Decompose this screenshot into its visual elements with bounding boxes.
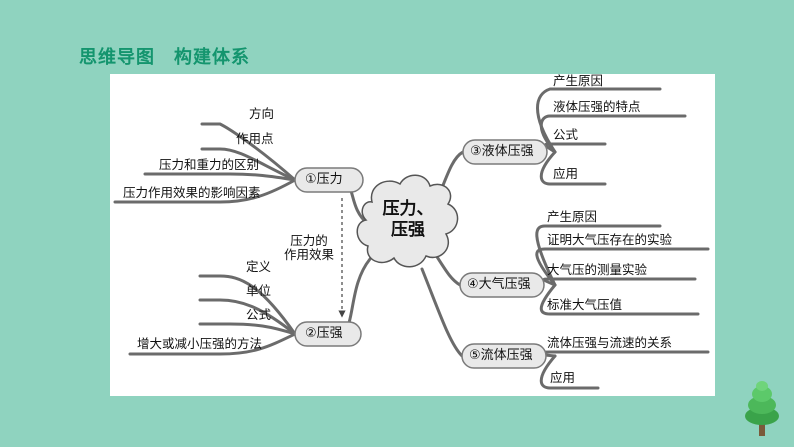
branch-label-atmospheric-pressure: ④大气压强 [467, 277, 531, 292]
slide-title: 思维导图 构建体系 [79, 47, 250, 68]
central-topic-line1: 压力、 [382, 199, 434, 219]
b2-item-unit: 单位 [246, 283, 272, 298]
b5-item-pressure-velocity: 流体压强与流速的关系 [547, 335, 673, 350]
connector-b1-item4 [113, 178, 297, 204]
b3-item-application: 应用 [553, 166, 579, 181]
branch-label-pressure-intensity: ②压强 [305, 326, 343, 341]
connector-b2-item4 [128, 332, 297, 356]
central-topic-line2: 压强 [391, 220, 425, 240]
connector-b3-item1 [536, 87, 662, 154]
b1-item-pressure-vs-gravity: 压力和重力的区别 [159, 157, 260, 172]
connector-b5-item2 [539, 354, 600, 390]
connector-b2-item2 [198, 298, 297, 336]
b4-item-measurement-experiment: 大气压的测量实验 [547, 262, 648, 277]
connector-b4-item3 [542, 277, 697, 287]
node-b4 [459, 272, 545, 298]
b1-item-effect-factors: 压力作用效果的影响因素 [123, 185, 261, 200]
node-b2 [294, 321, 362, 347]
central-topic: 压力、 压强 [373, 199, 443, 241]
b3-item-cause: 产生原因 [553, 73, 604, 88]
link-label-line1: 压力的 [290, 233, 328, 248]
b5-item-application: 应用 [550, 370, 576, 385]
tree-icon [745, 381, 779, 436]
b4-item-cause: 产生原因 [547, 209, 598, 224]
link-label-line2: 作用效果 [284, 247, 335, 262]
b1-item-point-of-action: 作用点 [236, 131, 274, 146]
mindmap-panel: 压力、 压强 ①压力 ②压强 ③液体压强 ④大气压强 ⑤流体压强 方向 作用点 … [110, 74, 715, 396]
link-label: 压力的 作用效果 [284, 234, 334, 262]
mindmap-connectors [113, 87, 710, 390]
central-topic-cloud [356, 174, 459, 268]
b2-item-formula: 公式 [246, 307, 272, 322]
node-b5 [461, 343, 547, 369]
connector-center-b5 [420, 267, 464, 358]
connector-b2-item1 [198, 274, 297, 336]
connector-b2-item3 [198, 322, 297, 336]
connector-b4-item1 [535, 224, 662, 287]
connector-b3-item4 [539, 150, 607, 186]
branch-label-liquid-pressure: ③液体压强 [470, 144, 534, 159]
node-b1 [294, 167, 364, 193]
connector-b1-item2 [200, 147, 297, 182]
connector-b4-item2 [535, 247, 710, 287]
b4-item-existence-experiment: 证明大气压存在的实验 [547, 232, 673, 247]
b2-item-increase-decrease: 增大或减小压强的方法 [137, 336, 263, 351]
b3-item-characteristics: 液体压强的特点 [553, 99, 641, 114]
b3-item-formula: 公式 [553, 127, 579, 142]
connector-b1-item3 [143, 172, 297, 182]
b4-item-standard-value: 标准大气压值 [547, 297, 623, 312]
branch-label-fluid-pressure: ⑤流体压强 [469, 348, 533, 363]
connector-b4-item4 [539, 283, 700, 316]
branch-label-pressure: ①压力 [305, 172, 343, 187]
node-b3 [462, 139, 548, 165]
b2-item-definition: 定义 [246, 259, 272, 274]
connector-b5-item1 [537, 350, 710, 358]
connector-b1-item1 [200, 122, 297, 182]
b1-item-direction: 方向 [249, 106, 275, 121]
